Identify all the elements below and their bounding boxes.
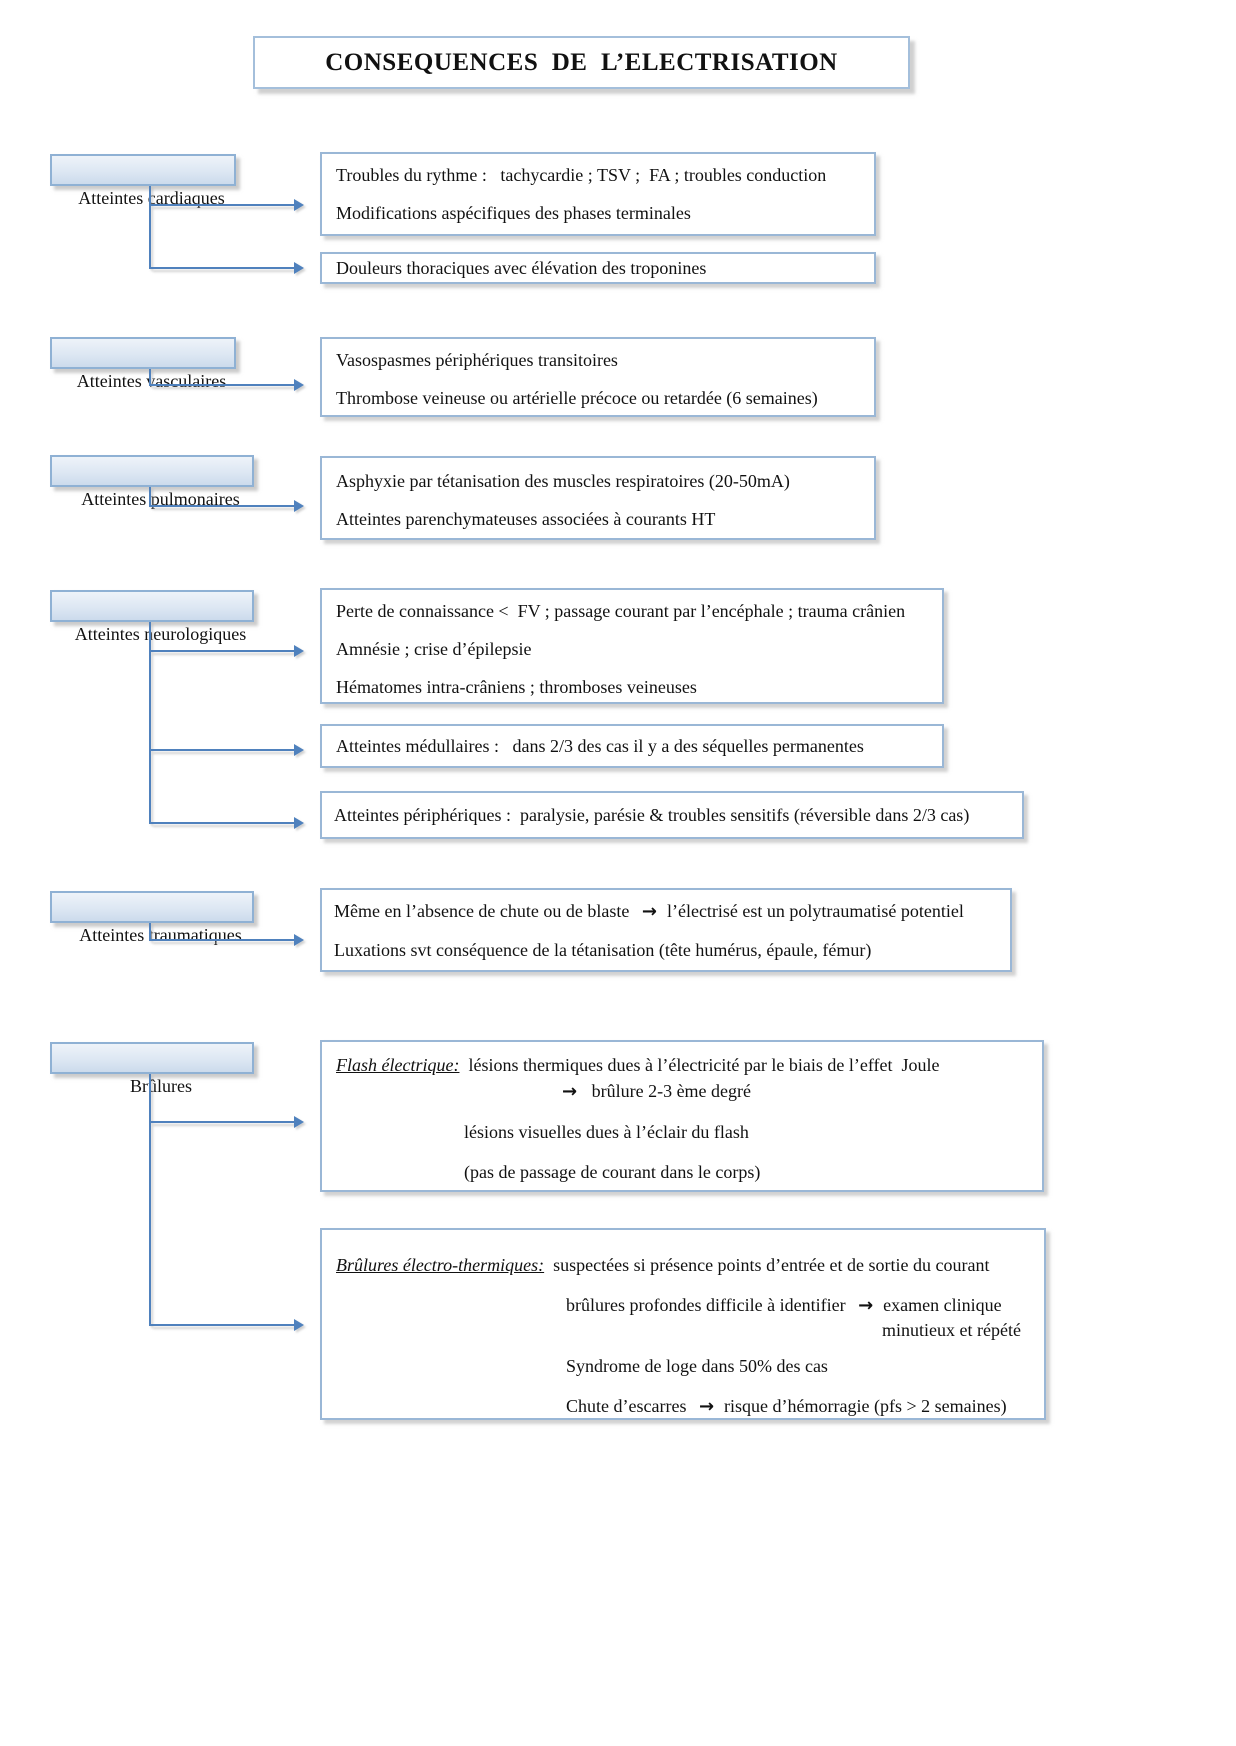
neurologic-central-box: Perte de connaissance < FV ; passage cou…	[320, 588, 944, 704]
text-line: Atteintes médullaires : dans 2/3 des cas…	[336, 736, 864, 756]
text-line: brûlures profondes difficile à identifie…	[322, 1292, 1044, 1319]
section-label-text: Atteintes traumatiques	[79, 925, 242, 945]
connector-line	[151, 204, 294, 206]
text-line: Syndrome de loge dans 50% des cas	[566, 1356, 828, 1376]
connector-line	[149, 487, 151, 507]
text-line: Atteintes périphériques : paralysie, par…	[334, 805, 970, 825]
connector-line	[151, 505, 294, 507]
connector-line	[149, 923, 151, 941]
connector-line	[151, 822, 294, 824]
page-title: CONSEQUENCES DE L’ELECTRISATION	[253, 36, 910, 89]
text-line: Luxations svt conséquence de la tétanisa…	[334, 940, 872, 960]
section-label-pulmonary: Atteintes pulmonaires	[50, 455, 254, 509]
section-label-text: Brûlures	[130, 1076, 192, 1096]
right-arrow-glyph: →	[698, 1396, 715, 1417]
section-label-traumatic: Atteintes traumatiques	[50, 891, 254, 945]
text-segment: l’électrisé est un polytraumatisé potent…	[666, 901, 964, 921]
text-line: → brûlure 2-3 ème degré	[322, 1078, 1042, 1105]
text-line: Modifications aspécifiques des phases te…	[336, 203, 691, 223]
section-label-burns: Brûlures	[50, 1042, 254, 1096]
text-line: Asphyxie par tétanisation des muscles re…	[336, 471, 790, 491]
arrow-head-icon	[294, 379, 304, 391]
text-line: Thrombose veineuse ou artérielle précoce…	[336, 388, 818, 408]
text-segment: examen clinique	[883, 1295, 1002, 1315]
connector-line	[151, 384, 294, 386]
arrow-head-icon	[294, 934, 304, 946]
connector-line	[149, 186, 151, 269]
text-line: Brûlures électro-thermiques: suspectées …	[322, 1230, 1044, 1278]
connector-line	[149, 1074, 151, 1326]
burns-electrothermal-box: Brûlures électro-thermiques: suspectées …	[320, 1228, 1046, 1420]
text-line: minutieux et répété	[882, 1320, 1021, 1340]
connector-line	[149, 622, 151, 824]
section-label-text: Atteintes neurologiques	[74, 624, 247, 644]
connector-line	[151, 650, 294, 652]
arrow-head-icon	[294, 262, 304, 274]
connector-line	[151, 267, 294, 269]
connector-line	[151, 1121, 294, 1123]
text-line: lésions visuelles dues à l’éclair du fla…	[464, 1122, 749, 1142]
neurologic-medullary-box: Atteintes médullaires : dans 2/3 des cas…	[320, 724, 944, 768]
section-label-neurologic: Atteintes neurologiques	[50, 590, 254, 644]
connector-line	[151, 1324, 294, 1326]
text-line: Troubles du rythme : tachycardie ; TSV ;…	[336, 165, 827, 185]
section-label-cardiac: Atteintes cardiaques	[50, 154, 236, 208]
section-label-text: Atteintes pulmonaires	[81, 489, 240, 509]
right-arrow-glyph: →	[562, 1081, 578, 1102]
electrothermal-heading: Brûlures électro-thermiques:	[336, 1255, 545, 1275]
text-segment: brûlure 2-3 ème degré	[587, 1081, 752, 1101]
neurologic-peripheral-box: Atteintes périphériques : paralysie, par…	[320, 791, 1024, 839]
text-line: Vasospasmes périphériques transitoires	[336, 350, 618, 370]
burns-flash-box: Flash électrique: lésions thermiques due…	[320, 1040, 1044, 1192]
flash-heading: Flash électrique:	[336, 1055, 460, 1075]
text-segment: Même en l’absence de chute ou de blaste	[334, 901, 634, 921]
pulmonary-box: Asphyxie par tétanisation des muscles re…	[320, 456, 876, 540]
section-label-text: Atteintes cardiaques	[78, 188, 225, 208]
cardiac-pain-box: Douleurs thoraciques avec élévation des …	[320, 252, 876, 284]
text-line: Hématomes intra-crâniens ; thromboses ve…	[336, 677, 697, 697]
text-segment: brûlures profondes difficile à identifie…	[566, 1295, 851, 1315]
text-line: Chute d’escarres → risque d’hémorragie (p…	[322, 1393, 1044, 1420]
text-segment: Chute d’escarres	[566, 1396, 691, 1416]
text-segment: risque d’hémorragie (pfs > 2 semaines)	[724, 1396, 1007, 1416]
text-line: Atteintes parenchymateuses associées à c…	[336, 509, 716, 529]
traumatic-box: Même en l’absence de chute ou de blaste …	[320, 888, 1012, 972]
arrow-head-icon	[294, 817, 304, 829]
page-title-text: CONSEQUENCES DE L’ELECTRISATION	[325, 48, 838, 76]
section-label-text: Atteintes vasculaires	[76, 371, 227, 391]
connector-line	[149, 369, 151, 386]
text-line: Douleurs thoraciques avec élévation des …	[336, 258, 707, 278]
text-segment: suspectées si présence points d’entrée e…	[544, 1255, 990, 1275]
right-arrow-glyph: →	[641, 901, 657, 922]
arrow-head-icon	[294, 1319, 304, 1331]
text-line: (pas de passage de courant dans le corps…	[464, 1162, 761, 1182]
cardiac-rhythm-box: Troubles du rythme : tachycardie ; TSV ;…	[320, 152, 876, 236]
connector-line	[151, 939, 294, 941]
arrow-head-icon	[294, 199, 304, 211]
arrow-head-icon	[294, 500, 304, 512]
section-label-vascular: Atteintes vasculaires	[50, 337, 236, 391]
vascular-box: Vasospasmes périphériques transitoires T…	[320, 337, 876, 417]
text-line: Flash électrique: lésions thermiques due…	[322, 1042, 1042, 1078]
text-line: Amnésie ; crise d’épilepsie	[336, 639, 532, 659]
arrow-head-icon	[294, 744, 304, 756]
connector-line	[151, 749, 294, 751]
text-line: Perte de connaissance < FV ; passage cou…	[336, 601, 906, 621]
text-line: Même en l’absence de chute ou de blaste …	[322, 892, 1010, 931]
arrow-head-icon	[294, 645, 304, 657]
right-arrow-glyph: →	[858, 1295, 874, 1316]
text-segment: lésions thermiques dues à l’électricité …	[459, 1055, 940, 1075]
arrow-head-icon	[294, 1116, 304, 1128]
